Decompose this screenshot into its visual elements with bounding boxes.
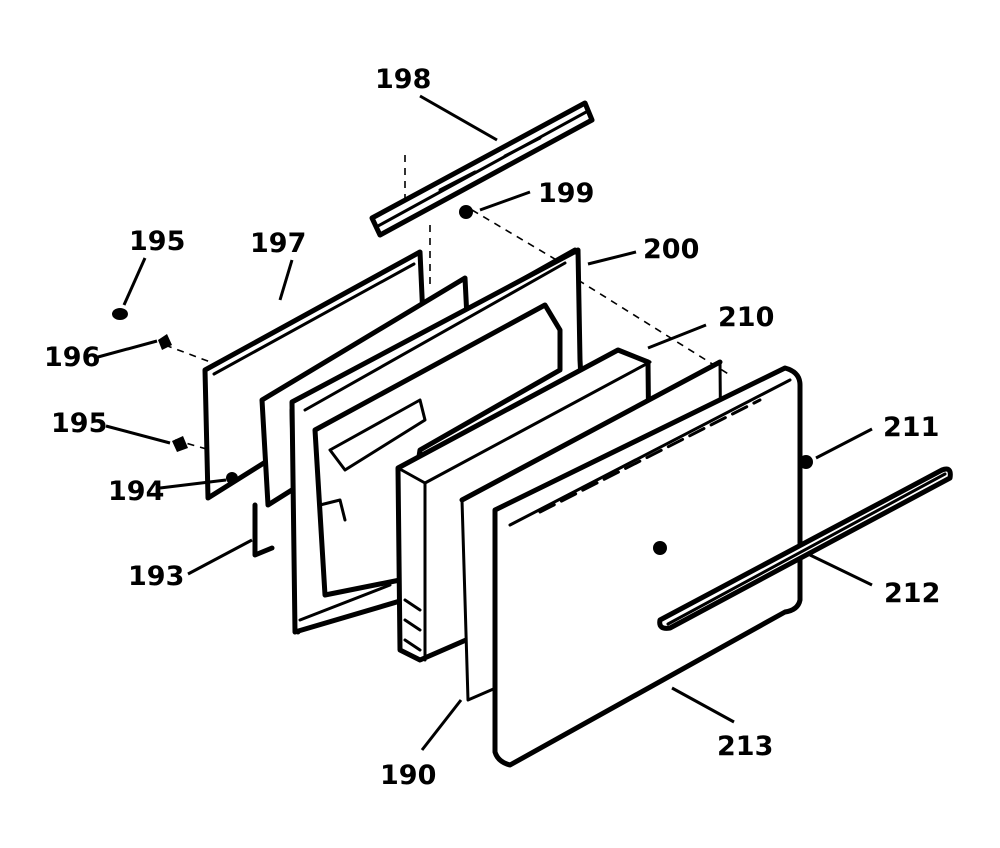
part-195-screw-top: [112, 308, 128, 320]
callout-195-top: 195: [129, 226, 185, 257]
callout-195-bottom: 195: [51, 408, 107, 439]
leader-lines: [97, 94, 873, 751]
callout-199: 199: [538, 178, 594, 209]
callout-210: 210: [718, 302, 774, 333]
callout-190: 190: [380, 760, 436, 791]
part-193-bracket: [252, 502, 275, 558]
part-213-outer-door-panel: [492, 365, 803, 768]
part-212-door-handle: [657, 466, 953, 631]
part-211-screw: [799, 455, 813, 469]
callout-193: 193: [128, 561, 184, 592]
construction-dashed-lines: [164, 155, 731, 451]
callout-213: 213: [717, 731, 773, 762]
callout-212: 212: [884, 578, 940, 609]
callout-200: 200: [643, 234, 699, 265]
part-196-clip: [158, 334, 172, 350]
callout-211: 211: [883, 412, 939, 443]
callout-194: 194: [108, 476, 164, 507]
part-195-screw-bottom: [172, 436, 188, 452]
part-198-top-trim: [369, 100, 595, 238]
callout-197: 197: [250, 228, 306, 259]
callout-198: 198: [375, 64, 431, 95]
callout-196: 196: [44, 342, 100, 373]
part-194-clip: [226, 472, 238, 484]
part-199-screw: [459, 205, 473, 219]
